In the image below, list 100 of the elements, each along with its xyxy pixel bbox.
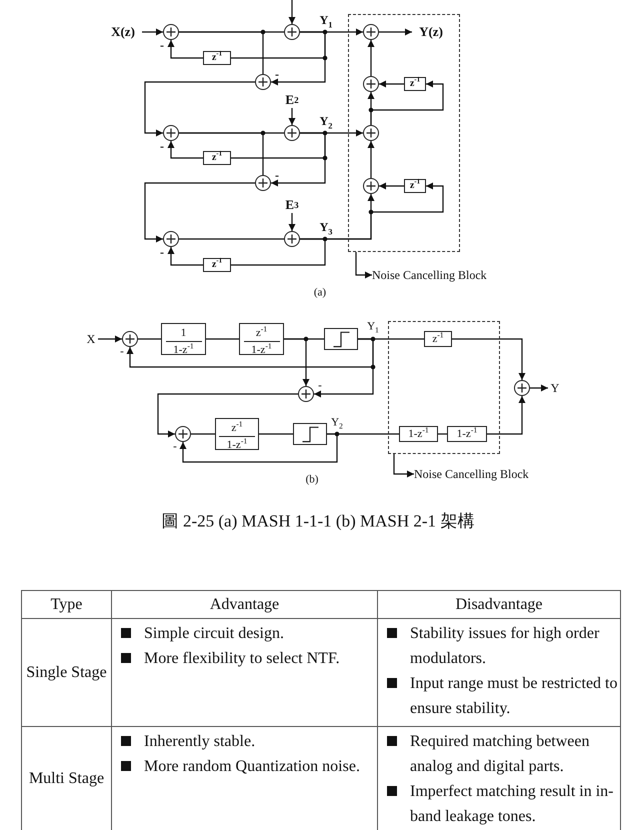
connector-line	[206, 338, 239, 340]
summing-junction	[363, 178, 379, 194]
signal-label: Y(z)	[412, 24, 450, 40]
arrow	[168, 141, 203, 159]
minus-sign: -	[160, 140, 164, 152]
delay-box: z$^{-1}$	[203, 51, 231, 65]
bullet-text: Stability issues for high order modulators.	[410, 624, 600, 669]
arrow	[180, 433, 338, 463]
summing-junction	[284, 24, 300, 40]
block-label: Noise Cancelling Block	[414, 466, 544, 482]
signal-label: Y$_{1}$	[320, 14, 332, 26]
delay-box: 1-z$^{-1}$	[447, 426, 487, 442]
summing-junction	[122, 331, 138, 347]
dashed-block-outline	[388, 321, 500, 454]
fraction-denominator: 1-z$^{-1}$	[226, 436, 248, 450]
arrow	[168, 40, 203, 59]
subfigure-label: (b)	[306, 474, 318, 486]
summing-junction	[284, 125, 300, 141]
arrow	[288, 108, 296, 125]
arrow	[157, 393, 298, 438]
connector-line	[259, 433, 293, 435]
arrow	[379, 182, 404, 190]
quantizer-box	[293, 423, 327, 445]
delay-box: z$^{-1}$	[203, 258, 231, 272]
arrow	[288, 213, 296, 231]
summing-junction	[284, 231, 300, 247]
delay-box: z$^{-1}$	[424, 331, 452, 347]
summing-junction	[298, 386, 314, 402]
summing-junction	[363, 24, 379, 40]
summing-junction	[163, 24, 179, 40]
arrow	[368, 141, 374, 178]
signal-label: X	[84, 331, 98, 347]
signal-label: Y$_{3}$	[320, 221, 332, 233]
connector-line	[179, 132, 264, 175]
arrow	[487, 396, 526, 435]
block-label: Noise Cancelling Block	[372, 267, 502, 283]
arrow	[300, 182, 444, 240]
connector-line	[138, 338, 161, 340]
header-cell: Advantage	[112, 590, 378, 618]
delay-box: 1-z$^{-1}$	[399, 426, 438, 442]
arrow	[271, 31, 326, 86]
delay-box: z$^{-1}$	[404, 179, 426, 193]
fraction-numerator: z$^{-1}$	[244, 322, 280, 342]
fraction-denominator: 1-z$^{-1}$	[172, 342, 195, 356]
row-header-cell: Single Stage	[22, 618, 112, 726]
summing-junction	[363, 125, 379, 141]
transfer-function-box	[161, 323, 206, 355]
arrow	[379, 80, 404, 88]
summing-junction	[514, 380, 530, 396]
caption-text: 圖 2-25 (a) MASH 1-1-1 (b) MASH 2-1 架構	[162, 512, 474, 530]
summing-junction	[255, 175, 271, 191]
connector-line	[231, 238, 326, 266]
quantizer-box	[324, 328, 358, 350]
fraction-numerator: z$^{-1}$	[219, 418, 255, 436]
transfer-function-box	[239, 323, 284, 355]
arrow	[144, 81, 255, 136]
connector-line	[438, 433, 447, 435]
delay-box: z$^{-1}$	[404, 77, 426, 91]
arrow	[144, 182, 255, 242]
row-header-cell: Multi Stage	[22, 726, 112, 830]
summing-junction	[163, 231, 179, 247]
arrow	[314, 338, 374, 398]
connector-line	[179, 238, 284, 240]
signal-label: Y	[548, 380, 562, 396]
arrow	[168, 247, 203, 266]
minus-sign: -	[160, 246, 164, 258]
bullet-text: Required matching between analog and digital parts.	[410, 732, 590, 777]
arrow	[355, 252, 372, 278]
transfer-function-box	[215, 418, 259, 450]
summing-junction	[255, 74, 271, 90]
arrow	[530, 384, 548, 392]
bullet-text: Input range must be restricted to ensure stability.	[410, 674, 618, 719]
arrow	[98, 336, 122, 342]
arrow	[379, 28, 412, 36]
subfigure-label: (a)	[314, 288, 326, 298]
connector-line	[191, 433, 215, 435]
fraction-denominator: 1-z$^{-1}$	[250, 342, 273, 356]
delay-box: z$^{-1}$	[203, 151, 231, 165]
summing-junction	[363, 76, 379, 92]
summing-junction	[163, 125, 179, 141]
fraction-numerator: 1	[166, 322, 202, 342]
minus-sign: -	[275, 68, 279, 80]
signal-label: X(z)	[104, 24, 142, 40]
bullet-text: Imperfect matching result in in-band leakage tones.	[410, 782, 614, 827]
arrow	[452, 338, 526, 380]
summing-junction	[175, 426, 191, 442]
minus-sign: -	[120, 346, 124, 358]
arrow	[368, 40, 374, 76]
minus-sign: -	[173, 442, 177, 452]
bullet-text: Simple circuit design.	[144, 624, 284, 644]
arrow	[284, 338, 310, 386]
signal-label: Y$_{1}$	[367, 322, 379, 332]
bullet-text: More flexibility to select NTF.	[144, 649, 340, 669]
arrow	[370, 80, 444, 125]
bullet-text: More random Quantization noise.	[144, 757, 360, 777]
header-cell: Disadvantage	[378, 590, 620, 618]
signal-label: Y$_{2}$	[320, 115, 332, 127]
bullet-text: Inherently stable.	[144, 732, 256, 752]
header-cell: Type	[22, 590, 112, 618]
arrow	[142, 28, 163, 36]
